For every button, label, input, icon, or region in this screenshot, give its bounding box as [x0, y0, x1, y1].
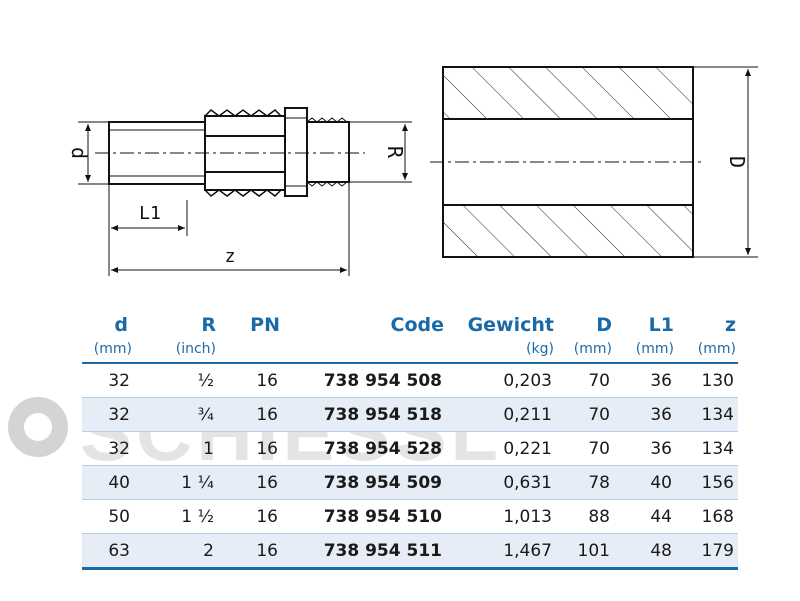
col-header-z: z	[724, 314, 736, 336]
table-header-row: d R PN Code Gewicht D L1 z	[82, 306, 738, 336]
unit-big-d: (mm)	[573, 341, 612, 357]
cell-pn: 16	[218, 431, 282, 466]
unit-code	[282, 336, 446, 363]
unit-pn	[218, 336, 282, 363]
cell-gewicht: 0,211	[446, 397, 556, 432]
unit-gewicht: (kg)	[526, 341, 554, 357]
cell-code: 738 954 528	[282, 431, 446, 466]
unit-r: (inch)	[175, 341, 216, 357]
cell-d: 50	[82, 499, 134, 534]
cell-d: 40	[82, 465, 134, 500]
cell-r: 1 ¼	[134, 465, 218, 500]
cell-l1: 36	[614, 363, 676, 398]
unit-l1: (mm)	[635, 341, 674, 357]
table-row: 50 1 ½ 16 738 954 510 1,013 88 44 168	[82, 499, 738, 534]
cell-gewicht: 0,203	[446, 363, 556, 398]
cell-z: 134	[676, 431, 738, 466]
col-header-l1: L1	[648, 314, 674, 336]
cell-d: 32	[82, 431, 134, 466]
table-row: 40 1 ¼ 16 738 954 509 0,631 78 40 156	[82, 465, 738, 500]
cell-gewicht: 0,631	[446, 465, 556, 500]
cell-pn: 16	[218, 363, 282, 398]
cell-code: 738 954 511	[282, 533, 446, 570]
cell-big-d: 70	[556, 431, 614, 466]
cell-gewicht: 1,013	[446, 499, 556, 534]
table-row: 32 ¾ 16 738 954 518 0,211 70 36 134	[82, 397, 738, 432]
cell-pn: 16	[218, 533, 282, 570]
cell-z: 179	[676, 533, 738, 570]
cell-r: 1	[134, 431, 218, 466]
cell-r: ¾	[134, 397, 218, 432]
cell-code: 738 954 518	[282, 397, 446, 432]
cell-z: 130	[676, 363, 738, 398]
cell-r: 1 ½	[134, 499, 218, 534]
technical-drawing: d R L1 z D	[67, 66, 758, 276]
fitting-side-view	[95, 107, 365, 197]
cell-code: 738 954 509	[282, 465, 446, 500]
cell-code: 738 954 508	[282, 363, 446, 398]
cell-big-d: 70	[556, 397, 614, 432]
cell-l1: 40	[614, 465, 676, 500]
dimension-lines	[78, 121, 412, 276]
col-header-gewicht: Gewicht	[467, 314, 554, 336]
cell-l1: 36	[614, 431, 676, 466]
cell-big-d: 88	[556, 499, 614, 534]
cell-pn: 16	[218, 397, 282, 432]
unit-d: (mm)	[93, 341, 132, 357]
label-r: R	[383, 146, 407, 159]
table-units-row: (mm) (inch) (kg) (mm) (mm) (mm)	[82, 336, 738, 363]
cell-gewicht: 0,221	[446, 431, 556, 466]
col-header-r: R	[201, 314, 216, 336]
cell-pn: 16	[218, 499, 282, 534]
cell-r: ½	[134, 363, 218, 398]
cell-z: 168	[676, 499, 738, 534]
label-big-d: D	[725, 156, 749, 168]
cell-r: 2	[134, 533, 218, 570]
cell-d: 63	[82, 533, 134, 570]
cell-pn: 16	[218, 465, 282, 500]
table-row: 32 ½ 16 738 954 508 0,203 70 36 130	[82, 363, 738, 398]
cell-l1: 36	[614, 397, 676, 432]
cell-d: 32	[82, 363, 134, 398]
col-header-d: d	[114, 314, 128, 336]
table-row: 32 1 16 738 954 528 0,221 70 36 134	[82, 431, 738, 466]
cell-z: 156	[676, 465, 738, 500]
cell-l1: 44	[614, 499, 676, 534]
cell-l1: 48	[614, 533, 676, 570]
col-header-code: Code	[390, 314, 444, 336]
table-row: 63 2 16 738 954 511 1,467 101 48 179	[82, 533, 738, 570]
col-header-pn: PN	[250, 314, 280, 336]
label-l1: L1	[139, 203, 161, 224]
label-d: d	[67, 147, 91, 159]
col-header-big-d: D	[596, 314, 612, 336]
cell-big-d: 70	[556, 363, 614, 398]
unit-z: (mm)	[697, 341, 736, 357]
cell-d: 32	[82, 397, 134, 432]
cell-gewicht: 1,467	[446, 533, 556, 570]
cell-big-d: 101	[556, 533, 614, 570]
cell-z: 134	[676, 397, 738, 432]
cell-big-d: 78	[556, 465, 614, 500]
label-z: z	[225, 246, 236, 267]
spec-table: d R PN Code Gewicht D L1 z (mm) (inch) (…	[82, 306, 738, 570]
cell-code: 738 954 510	[282, 499, 446, 534]
cross-section-view	[430, 66, 758, 258]
